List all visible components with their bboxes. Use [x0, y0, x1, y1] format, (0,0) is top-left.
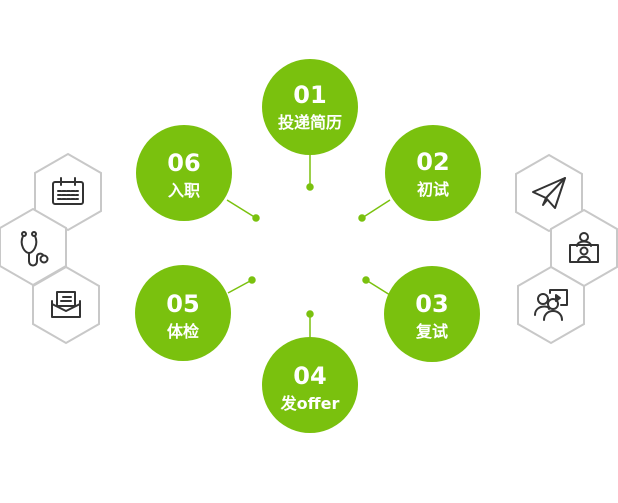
left-hexagon-group: [0, 152, 102, 345]
step-04: 04 发offer: [262, 337, 358, 433]
step-number: 03: [415, 290, 448, 318]
step-label: 初试: [417, 180, 449, 199]
connectors: [226, 155, 391, 337]
connector-dot: [248, 276, 256, 284]
step-number: 02: [416, 148, 449, 176]
hex-paper-plane: [515, 153, 583, 233]
calendar-icon: [52, 177, 84, 205]
right-hexagon-group: [515, 153, 618, 345]
step-label: 复试: [415, 322, 448, 341]
connector-dot: [362, 276, 370, 284]
hex-envelope: [32, 265, 100, 345]
step-number: 05: [166, 290, 199, 318]
connector-dot: [252, 214, 260, 222]
presentation-group-icon: [534, 289, 568, 321]
hex-video-interview: [550, 208, 618, 288]
step-02: 02 初试: [385, 125, 481, 221]
step-number: 01: [293, 81, 326, 109]
connector-dot: [358, 214, 366, 222]
hex-calendar: [34, 152, 102, 232]
step-01: 01 投递简历: [262, 59, 358, 155]
step-label: 体检: [167, 322, 199, 341]
step-number: 06: [167, 149, 200, 177]
step-06: 06 入职: [136, 125, 232, 221]
hex-presentation-group: [517, 265, 585, 345]
paper-plane-icon: [532, 177, 566, 209]
step-number: 04: [293, 362, 326, 390]
step-label: 入职: [168, 181, 200, 200]
stethoscope-icon: [20, 231, 49, 267]
connector-dot: [306, 183, 314, 191]
step-label: 发offer: [280, 394, 340, 413]
envelope-icon: [51, 291, 81, 318]
step-03: 03 复试: [384, 266, 480, 362]
video-interview-icon: [569, 232, 599, 263]
connector-dot: [306, 310, 314, 318]
step-05: 05 体检: [135, 265, 231, 361]
step-label: 投递简历: [278, 113, 342, 132]
